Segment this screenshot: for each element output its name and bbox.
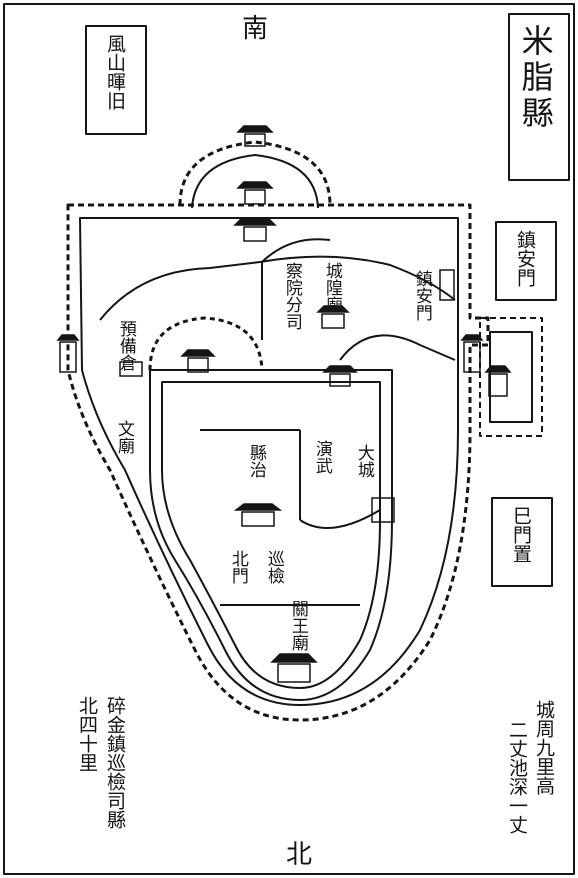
label-censorate: 察院分司	[281, 262, 302, 330]
label-inspector: 巡檢	[263, 550, 284, 584]
label-city-god-temple: 城隍廟	[321, 262, 342, 313]
note-moat-depth: 二丈池深一丈	[505, 720, 528, 834]
map-title: 米脂縣	[516, 24, 555, 132]
label-big-city: 大城	[353, 444, 374, 478]
note-suijin-town: 碎金鎮巡檢司縣	[103, 696, 126, 829]
outer-wall	[66, 203, 490, 722]
label-north-gate: 北門	[227, 550, 248, 584]
cartouche-right-lower: 巳門置	[509, 506, 532, 563]
east-gate	[460, 334, 484, 341]
label-granary: 預備倉	[115, 320, 136, 371]
label-zhenan-gate: 鎮安門	[411, 270, 432, 321]
note-distance: 北四十里	[75, 696, 98, 772]
east-wall-gate	[371, 497, 395, 523]
south-gate-pavilion	[270, 653, 318, 663]
note-wall-circumference: 城周九里高	[532, 700, 555, 795]
east-gate-annex	[479, 317, 543, 437]
page-border	[3, 3, 575, 875]
north-annex	[178, 140, 332, 206]
direction-top: 南	[242, 14, 269, 44]
west-gate	[56, 334, 80, 341]
north-gate-pavilion	[236, 125, 274, 133]
direction-bottom: 北	[286, 840, 313, 870]
cartouche-top-left: 風山暉旧	[103, 34, 126, 110]
granary	[316, 305, 350, 313]
roads	[99, 255, 456, 321]
label-drill-ground: 演武	[311, 440, 332, 474]
label-guanwang-temple: 關王廟	[287, 600, 308, 651]
inner-arch	[148, 316, 264, 371]
county-office	[233, 503, 283, 511]
label-confucian-temple: 文廟	[113, 420, 134, 454]
cartouche-right-upper: 鎮安門	[513, 230, 536, 287]
label-county-office: 縣治	[245, 444, 266, 478]
inner-arch-gate	[180, 349, 216, 357]
inner-city	[149, 369, 393, 701]
